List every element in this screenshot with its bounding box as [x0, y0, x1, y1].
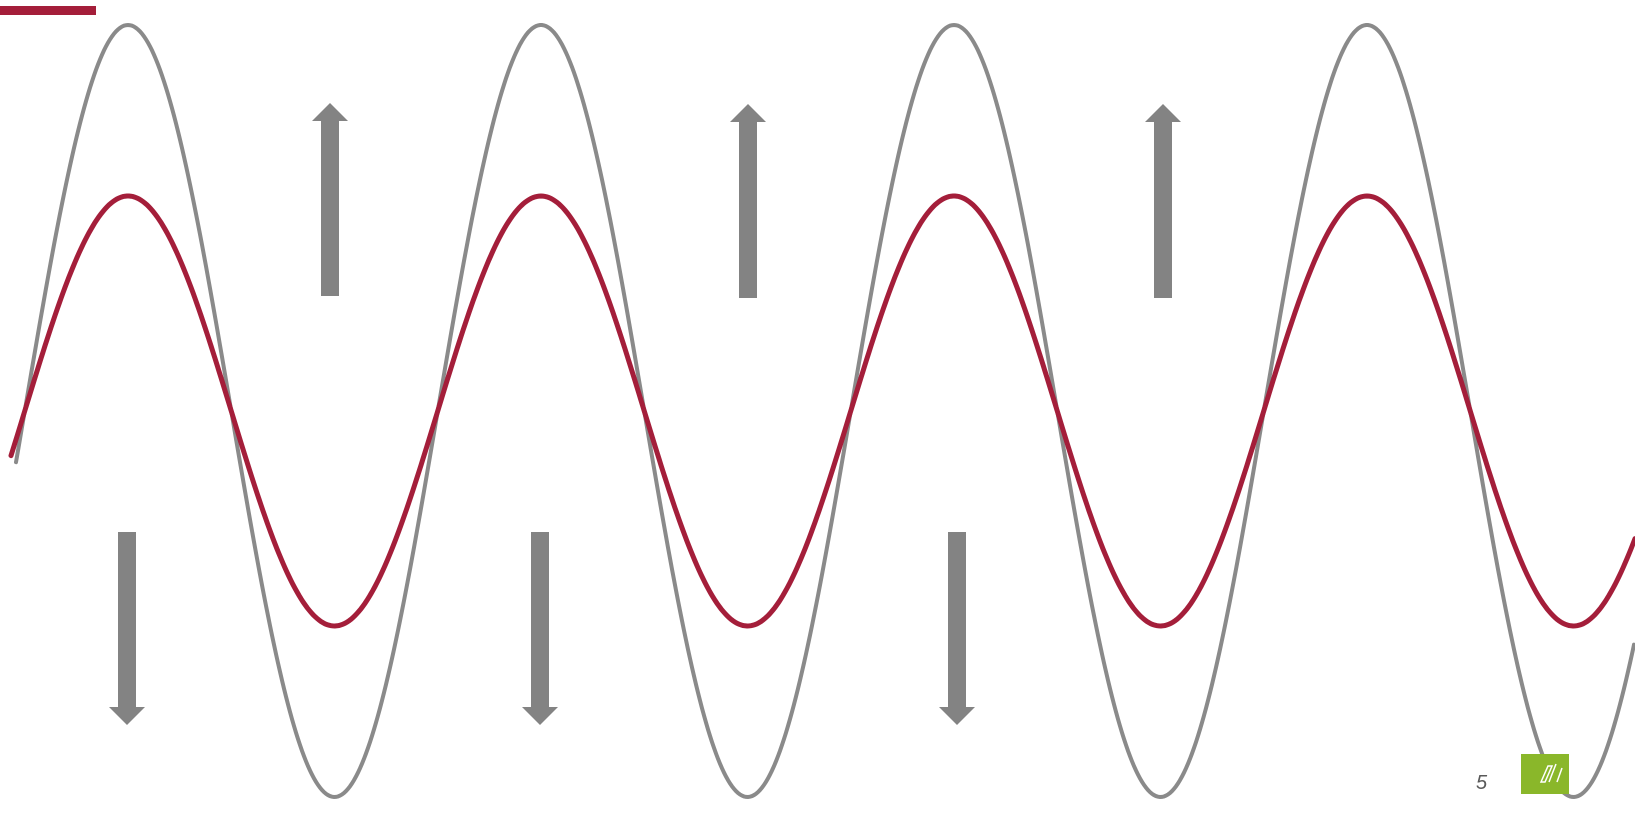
down-arrow [109, 532, 145, 725]
accent-title-bar [0, 6, 96, 15]
arrow-down-icon [522, 707, 558, 725]
up-arrow [1145, 104, 1181, 298]
arrow-down-icon [939, 707, 975, 725]
arrow-up-icon [1145, 104, 1181, 122]
damped-wave [8, 193, 1635, 629]
arrow-down-icon [109, 707, 145, 725]
arrow-up-icon [312, 103, 348, 121]
brand-logo-icon [1521, 754, 1569, 794]
up-arrow [730, 104, 766, 298]
page-number: 5 [1476, 772, 1488, 794]
down-arrow [522, 532, 558, 725]
arrow-up-icon [730, 104, 766, 122]
up-arrow [312, 103, 348, 296]
reference-wave [14, 22, 1635, 800]
down-arrow [939, 532, 975, 725]
